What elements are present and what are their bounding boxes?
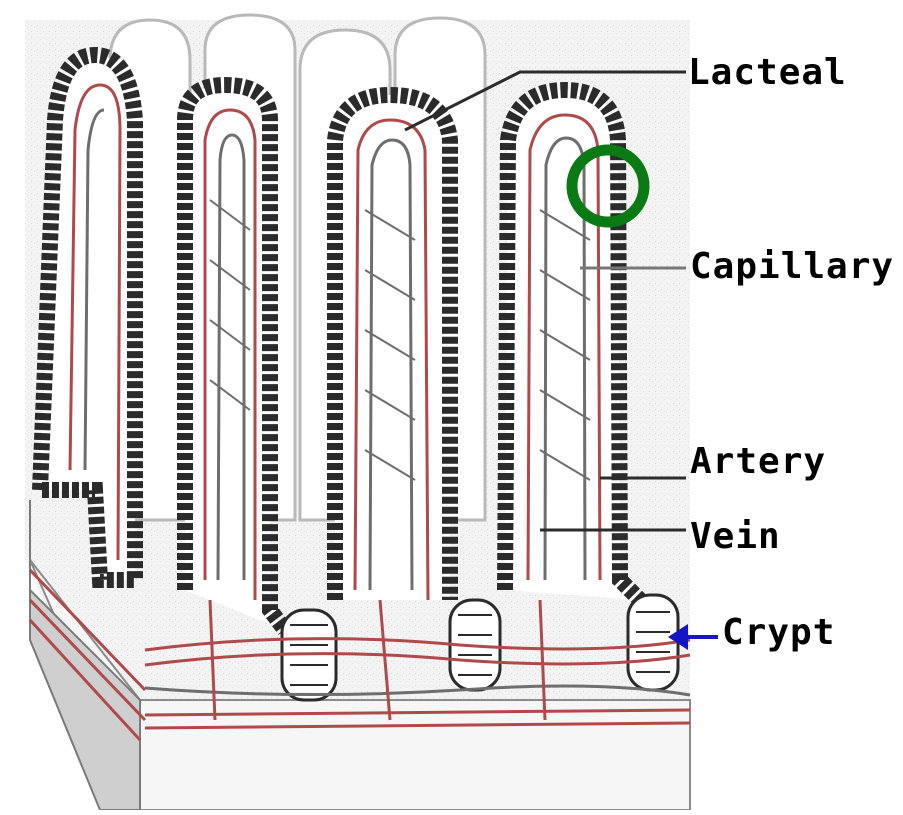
label-artery: Artery bbox=[690, 441, 826, 482]
label-vein: Vein bbox=[690, 516, 781, 557]
villus-3 bbox=[335, 95, 450, 600]
label-lacteal: Lacteal bbox=[688, 52, 847, 93]
villus-2 bbox=[185, 85, 285, 630]
label-crypt: Crypt bbox=[722, 612, 835, 653]
label-capillary: Capillary bbox=[690, 246, 894, 287]
